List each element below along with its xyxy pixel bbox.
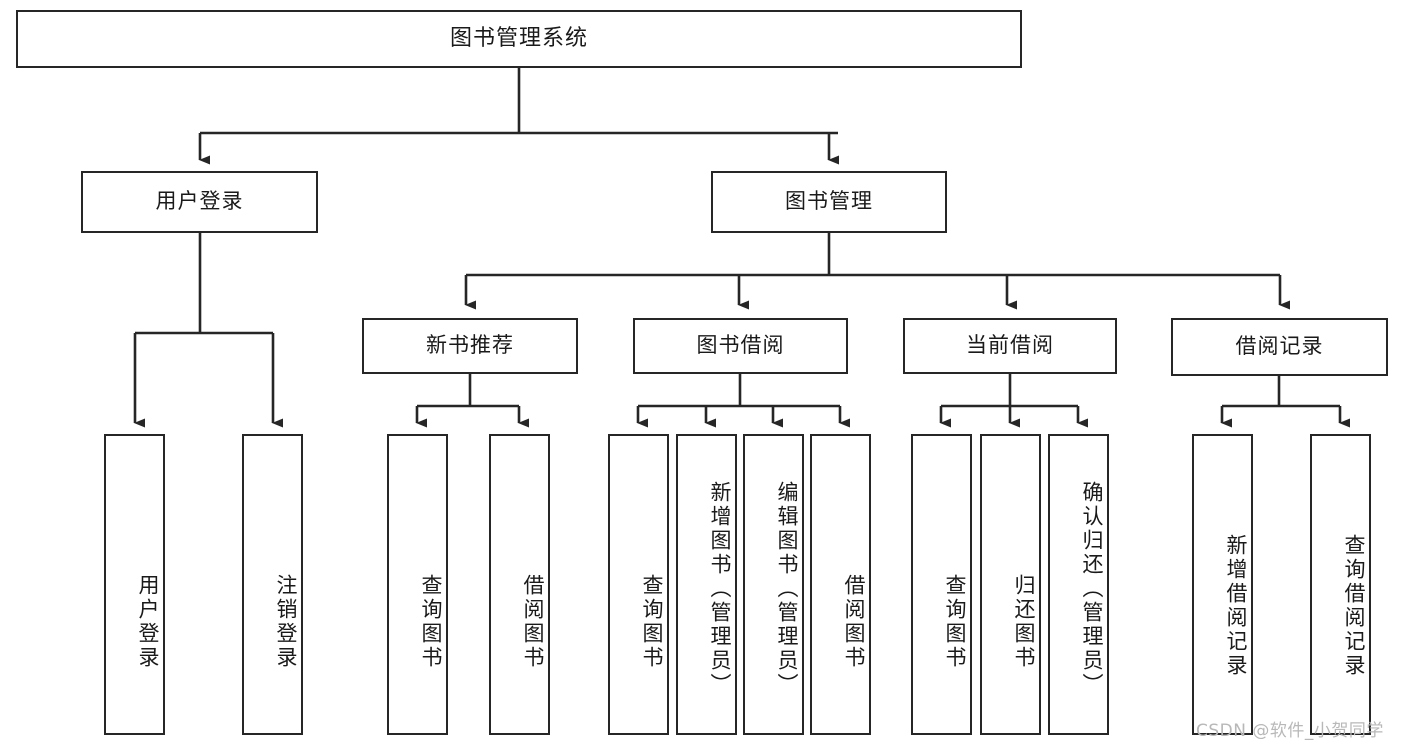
node-label: 归还图书 [1012,574,1036,670]
node-label: 借阅记录 [1235,334,1324,359]
node-label: 新书推荐 [426,333,514,358]
node-label: 新增借阅记录 [1224,533,1248,678]
node-borrow-record[interactable]: 借阅记录 [1171,318,1388,376]
leaf-borrow-book[interactable]: 借阅图书 [810,434,871,735]
leaf-borrow-book-newbook[interactable]: 借阅图书 [489,434,550,735]
leaf-query-book-current[interactable]: 查询图书 [911,434,972,735]
node-label: 注销登录 [274,574,298,670]
node-label: 查询图书 [640,574,664,670]
node-label: 借阅图书 [842,574,866,670]
node-label: 图书借阅 [696,333,785,358]
node-root-book-management-system[interactable]: 图书管理系统 [16,10,1022,68]
leaf-user-logout[interactable]: 注销登录 [242,434,303,735]
node-new-book-recommend[interactable]: 新书推荐 [362,318,578,374]
node-label: 图书管理系统 [449,25,588,51]
node-current-borrow[interactable]: 当前借阅 [903,318,1117,374]
node-label: 新增图书（管理员） [708,480,732,697]
node-label: 用户登录 [136,574,160,670]
leaf-user-login[interactable]: 用户登录 [104,434,165,735]
node-label: 借阅图书 [521,574,545,670]
csdn-watermark: CSDN @软件_小贺同学 [1196,721,1384,741]
leaf-return-book[interactable]: 归还图书 [980,434,1041,735]
node-label: 查询借阅记录 [1342,533,1366,678]
leaf-confirm-return-admin[interactable]: 确认归还（管理员） [1048,434,1109,735]
leaf-add-borrow-record[interactable]: 新增借阅记录 [1192,434,1253,735]
node-label: 用户登录 [155,189,244,214]
leaf-edit-book-admin[interactable]: 编辑图书（管理员） [743,434,804,735]
leaf-query-borrow-record[interactable]: 查询借阅记录 [1310,434,1371,735]
node-label: 确认归还（管理员） [1080,480,1104,697]
leaf-query-book-borrow[interactable]: 查询图书 [608,434,669,735]
node-label: 当前借阅 [966,333,1054,358]
leaf-add-book-admin[interactable]: 新增图书（管理员） [676,434,737,735]
leaf-query-book-newbook[interactable]: 查询图书 [387,434,448,735]
node-book-borrow[interactable]: 图书借阅 [633,318,848,374]
node-label: 查询图书 [419,574,443,670]
node-user-login[interactable]: 用户登录 [81,171,318,233]
node-label: 图书管理 [785,189,873,214]
node-label: 查询图书 [943,574,967,670]
node-label: 编辑图书（管理员） [775,480,799,697]
node-book-management[interactable]: 图书管理 [711,171,947,233]
